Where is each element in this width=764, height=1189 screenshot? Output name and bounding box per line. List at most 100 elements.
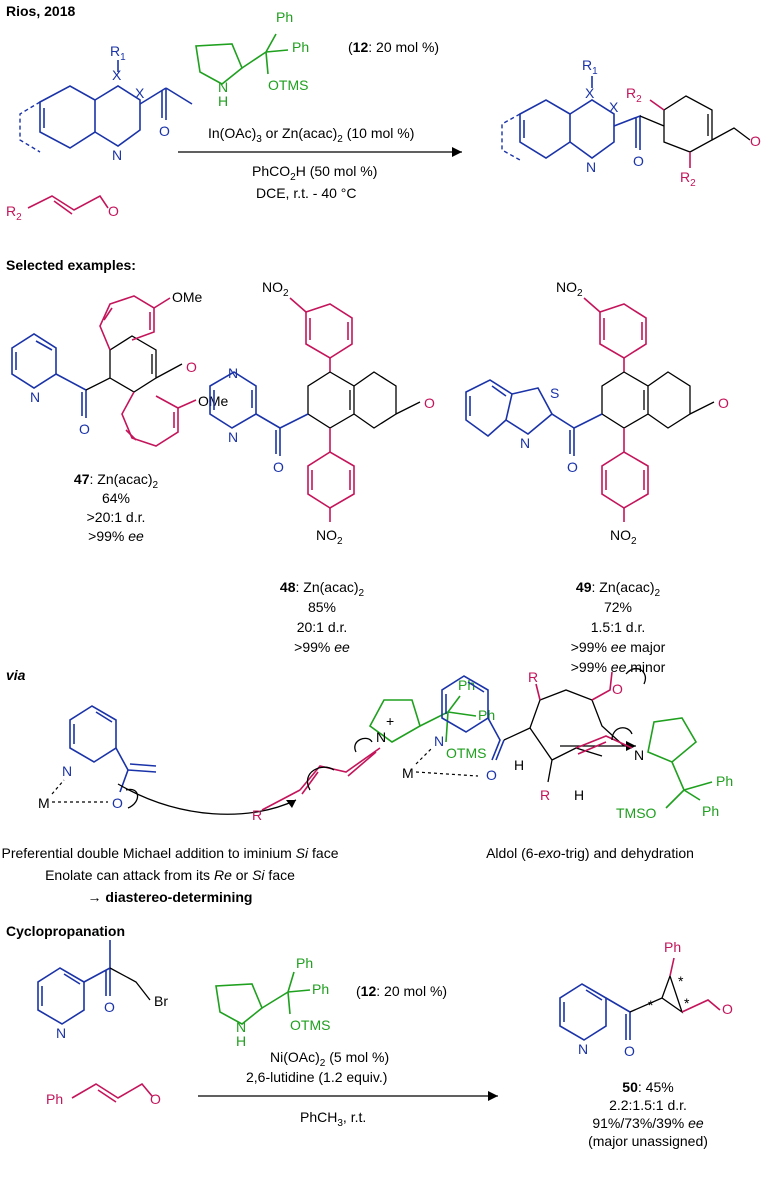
- aldol-o-aldehyde: O: [612, 681, 623, 697]
- product-x-1: X: [585, 85, 595, 101]
- enolate-metal: M: [38, 795, 50, 811]
- cat-ph-2: Ph: [292, 39, 309, 55]
- ex47-aldehyde-o: O: [186, 359, 197, 375]
- cat-ph-1: Ph: [276, 9, 293, 25]
- cyclopropanation-heading: Cyclopropanation: [6, 923, 125, 939]
- product-cyclohexene-general: R1 X X N O R2 R2 O: [501, 57, 761, 189]
- ex49-aldehyde-o: O: [718, 395, 729, 411]
- ex47-yield: 64%: [102, 490, 130, 506]
- ex49-o: O: [567, 459, 578, 475]
- aldol-h-1: H: [514, 757, 524, 773]
- aldol-ph-1: Ph: [716, 773, 733, 789]
- product-aldehyde-o: O: [750, 133, 761, 149]
- iminium-ph-1: Ph: [458, 677, 475, 693]
- iminium-ph-2: Ph: [478, 707, 495, 723]
- stereocenter-star-1: *: [648, 997, 654, 1013]
- cat2-loading: (12: 20 mol %): [356, 983, 447, 999]
- product50-n: N: [578, 1041, 588, 1057]
- cat2-ph-1: Ph: [296, 955, 313, 971]
- n-atom-label: N: [112, 147, 122, 163]
- cat2-otms: OTMS: [290, 1017, 330, 1033]
- enolate-n: N: [62, 763, 72, 779]
- ex48-n-1: N: [228, 365, 238, 381]
- ex47-label: 47: Zn(acac)2: [74, 471, 159, 491]
- stereocenter-star-3: *: [684, 995, 690, 1011]
- bromoketone-br: Br: [154, 993, 168, 1009]
- product50-note: (major unassigned): [588, 1133, 708, 1149]
- r1-label: R1: [110, 43, 126, 63]
- ex49-no2-top: NO2: [556, 279, 583, 299]
- example-48-structure: NO2 O O N N NO2: [209, 279, 435, 547]
- catalyst-12-cyclopropanation: Ph Ph OTMS N H (12: 20 mol %): [215, 955, 447, 1049]
- product50-ee: 91%/73%/39% ee: [592, 1115, 704, 1131]
- via-heading: via: [6, 667, 26, 683]
- reactant-heteroaryl-methyl-ketone: R1 X X N O: [19, 43, 193, 163]
- aldol-n-iminium: N: [634, 747, 644, 763]
- ex47-n: N: [30, 389, 40, 405]
- ex49-no2-bottom: NO2: [610, 527, 637, 547]
- cat2-ph-2: Ph: [312, 981, 329, 997]
- aldol-tmso: TMSO: [616, 805, 657, 821]
- caption-enolate: Enolate can attack from its Re or Si fac…: [45, 867, 295, 883]
- condition-solvent-temp: DCE, r.t. - 40 °C: [256, 185, 357, 201]
- ex49-n: N: [520, 435, 530, 451]
- selected-examples-heading: Selected examples:: [6, 257, 136, 273]
- example-47-structure: N O O OMe OMe: [11, 289, 229, 447]
- aldol-n: N: [434, 733, 444, 749]
- stereocenter-star-2: *: [678, 973, 684, 989]
- reactant-enal: R2 O: [6, 194, 119, 223]
- product50-o: O: [624, 1043, 635, 1059]
- ex48-no2-top: NO2: [262, 279, 289, 299]
- aldol-metal: M: [402, 765, 414, 781]
- ex48-dr: 20:1 d.r.: [297, 619, 348, 635]
- aldol-h-2: H: [574, 787, 584, 803]
- aldol-r-top: R: [528, 669, 538, 685]
- iminium-plus: +: [386, 713, 394, 729]
- product-r2-bottom: R2: [680, 169, 696, 189]
- cat-n: N: [218, 79, 228, 95]
- ex48-label: 48: Zn(acac)2: [280, 579, 365, 599]
- product50-ph: Ph: [664, 939, 681, 955]
- iminium-otms: OTMS: [446, 745, 486, 761]
- aldol-ph-2: Ph: [702, 803, 719, 819]
- cat2-n: N: [236, 1019, 246, 1035]
- aldol-r-bottom: R: [540, 787, 550, 803]
- ex48-no2-bottom: NO2: [316, 527, 343, 547]
- ex48-o: O: [273, 459, 284, 475]
- condition-acid: PhCO2H (50 mol %): [252, 163, 377, 183]
- cyclo-condition-ni: Ni(OAc)2 (5 mol %): [270, 1049, 389, 1069]
- cat-otms: OTMS: [268, 77, 308, 93]
- ex48-n-2: N: [228, 429, 238, 445]
- condition-lewis-acid: In(OAc)3 or Zn(acac)2 (10 mol %): [208, 125, 414, 145]
- iminium-n: N: [376, 729, 386, 745]
- product50-aldehyde-o: O: [722, 1001, 733, 1017]
- product-n: N: [586, 159, 596, 175]
- product-r1: R1: [582, 57, 598, 77]
- r2-label: R2: [6, 203, 22, 223]
- o-atom-label: O: [159, 123, 170, 139]
- cyclo-condition-base: 2,6-lutidine (1.2 equiv.): [246, 1069, 387, 1085]
- caption-diastereo: → diastereo-determining: [88, 889, 253, 905]
- ex49-label: 49: Zn(acac)2: [576, 579, 661, 599]
- bromoketone-n: N: [56, 1025, 66, 1041]
- ex49-ee-minor: >99% ee minor: [571, 659, 666, 675]
- product-r2-top: R2: [626, 85, 642, 105]
- caption-aldol: Aldol (6-exo-trig) and dehydration: [486, 845, 694, 861]
- product50-dr: 2.2:1.5:1 d.r.: [609, 1097, 687, 1113]
- ex47-ee: >99% ee: [88, 528, 144, 544]
- ex49-ee-major: >99% ee major: [571, 639, 666, 655]
- product-50-cyclopropane: N O Ph O * * *: [559, 939, 733, 1059]
- ex47-dr: >20:1 d.r.: [87, 509, 146, 525]
- ex48-yield: 85%: [308, 599, 336, 615]
- product50-yield: 50: 45%: [622, 1079, 673, 1095]
- ex49-dr: 1.5:1 d.r.: [591, 619, 645, 635]
- cat-loading: (12: 20 mol %): [348, 39, 439, 55]
- iminium-intermediate: N + Ph Ph OTMS R: [252, 677, 495, 823]
- example-49-structure: NO2 O O S N NO2: [465, 279, 729, 547]
- bromoketone-o: O: [104, 999, 115, 1015]
- caption-michael: Preferential double Michael addition to …: [2, 845, 339, 861]
- ex47-ome-top: OMe: [172, 289, 203, 305]
- product-o: O: [633, 153, 644, 169]
